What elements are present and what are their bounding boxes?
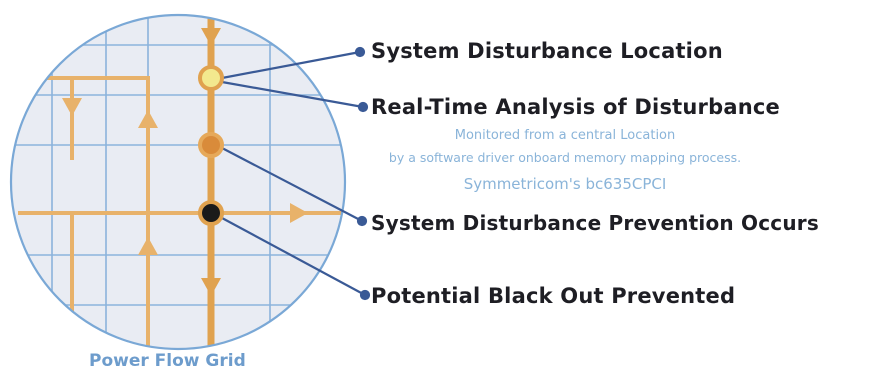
callout-disturbance-location: System Disturbance Location [371,39,723,63]
grid-caption: Power Flow Grid [89,351,246,371]
grid-circle-outline [9,13,347,351]
leader-location [221,50,361,80]
node-disturbance-location [198,65,224,91]
callout-realtime-analysis: Real-Time Analysis of Disturbance [371,95,780,119]
callout-blackout-prevented: Potential Black Out Prevented [371,284,736,308]
callout-prevention: System Disturbance Prevention Occurs [371,211,819,235]
leader-prevention [221,147,363,222]
leader-blackout [221,217,366,296]
leader-lines [221,46,371,301]
grid-circle [11,15,345,349]
node-analysis [198,132,224,158]
arrow-down-icon [201,28,221,46]
arrow-right-icon [290,203,308,223]
leader-dot-prevention [356,215,368,227]
arrow-up-icon [138,237,158,255]
leader-analysis [221,80,364,109]
flow-arrows [62,28,308,296]
leader-dot-analysis [357,101,369,113]
arrow-down-icon [201,278,221,296]
note-product-name: Symmetricom's bc635CPCI [463,175,667,193]
note-monitored: Monitored from a central Location [454,128,676,143]
grid-nodes [198,65,224,226]
arrow-up-icon [138,110,158,128]
note-software-driver: by a software driver onboard memory mapp… [388,150,742,165]
leader-dot-location [354,46,366,58]
node-prevention [198,200,224,226]
leader-dot-blackout [359,289,371,301]
arrow-down-icon [62,98,82,116]
